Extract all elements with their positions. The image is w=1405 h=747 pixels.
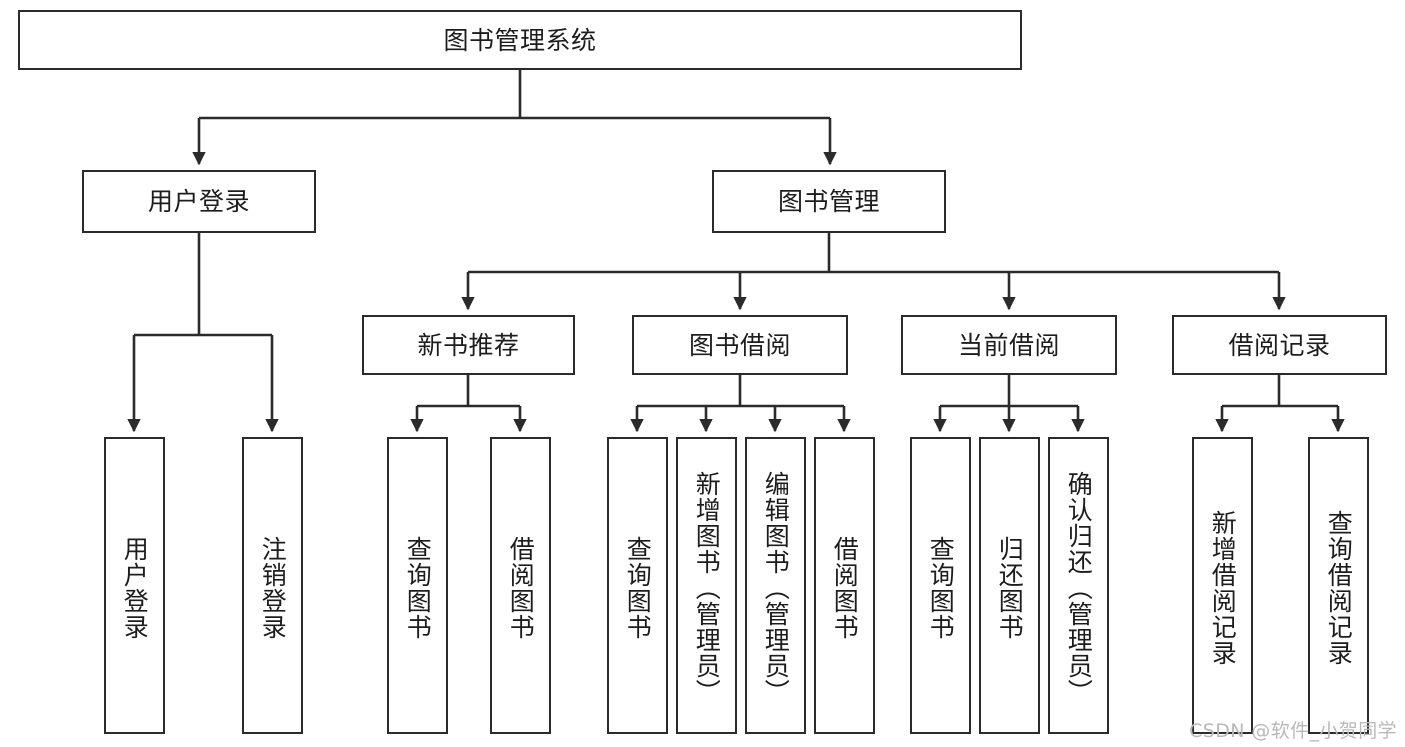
node-user-login[interactable]: 用户登录 bbox=[82, 170, 316, 233]
leaf-logout-login-label: 注销登录 bbox=[258, 535, 288, 640]
leaf-borrow-book-1-label: 借阅图书 bbox=[506, 535, 536, 640]
leaf-add-book-admin[interactable]: 新增图书（管理员） bbox=[676, 437, 737, 734]
leaf-user-login-label: 用户登录 bbox=[120, 535, 150, 640]
leaf-edit-book-admin[interactable]: 编辑图书（管理员） bbox=[745, 437, 806, 734]
node-book-borrow[interactable]: 图书借阅 bbox=[632, 315, 848, 375]
node-root-label: 图书管理系统 bbox=[443, 25, 597, 55]
leaf-confirm-return-admin-label: 确认归还（管理员） bbox=[1064, 470, 1094, 705]
leaf-borrow-book-2-label: 借阅图书 bbox=[830, 535, 860, 640]
node-current-borrow[interactable]: 当前借阅 bbox=[901, 315, 1117, 375]
node-book-manage[interactable]: 图书管理 bbox=[712, 170, 946, 233]
leaf-return-book[interactable]: 归还图书 bbox=[979, 437, 1040, 734]
node-new-book-recommend[interactable]: 新书推荐 bbox=[362, 315, 575, 375]
leaf-return-book-label: 归还图书 bbox=[995, 535, 1025, 640]
node-new-book-recommend-label: 新书推荐 bbox=[417, 330, 520, 360]
node-user-login-label: 用户登录 bbox=[147, 187, 250, 216]
node-borrow-record-label: 借阅记录 bbox=[1228, 330, 1331, 360]
node-root[interactable]: 图书管理系统 bbox=[18, 10, 1022, 70]
node-book-borrow-label: 图书借阅 bbox=[688, 330, 791, 360]
leaf-borrow-book-2[interactable]: 借阅图书 bbox=[814, 437, 875, 734]
leaf-user-login[interactable]: 用户登录 bbox=[104, 437, 165, 734]
leaf-query-book-3-label: 查询图书 bbox=[926, 535, 956, 640]
leaf-confirm-return-admin[interactable]: 确认归还（管理员） bbox=[1048, 437, 1109, 734]
node-borrow-record[interactable]: 借阅记录 bbox=[1172, 315, 1387, 375]
leaf-add-book-admin-label: 新增图书（管理员） bbox=[692, 470, 722, 705]
node-book-manage-label: 图书管理 bbox=[777, 187, 880, 216]
leaf-add-borrow-record-label: 新增借阅记录 bbox=[1208, 509, 1238, 666]
leaf-logout-login[interactable]: 注销登录 bbox=[242, 437, 303, 734]
leaf-query-book-2-label: 查询图书 bbox=[623, 535, 653, 640]
leaf-edit-book-admin-label: 编辑图书（管理员） bbox=[761, 470, 791, 705]
leaf-query-book-1-label: 查询图书 bbox=[403, 535, 433, 640]
leaf-query-borrow-record-label: 查询借阅记录 bbox=[1324, 509, 1354, 666]
node-current-borrow-label: 当前借阅 bbox=[957, 330, 1060, 360]
csdn-watermark: CSDN @软件_小贺同学 bbox=[1189, 720, 1397, 742]
leaf-query-book-1[interactable]: 查询图书 bbox=[387, 437, 448, 734]
leaf-borrow-book-1[interactable]: 借阅图书 bbox=[490, 437, 551, 734]
leaf-query-borrow-record[interactable]: 查询借阅记录 bbox=[1308, 437, 1369, 734]
leaf-query-book-3[interactable]: 查询图书 bbox=[910, 437, 971, 734]
leaf-add-borrow-record[interactable]: 新增借阅记录 bbox=[1192, 437, 1253, 734]
leaf-query-book-2[interactable]: 查询图书 bbox=[607, 437, 668, 734]
